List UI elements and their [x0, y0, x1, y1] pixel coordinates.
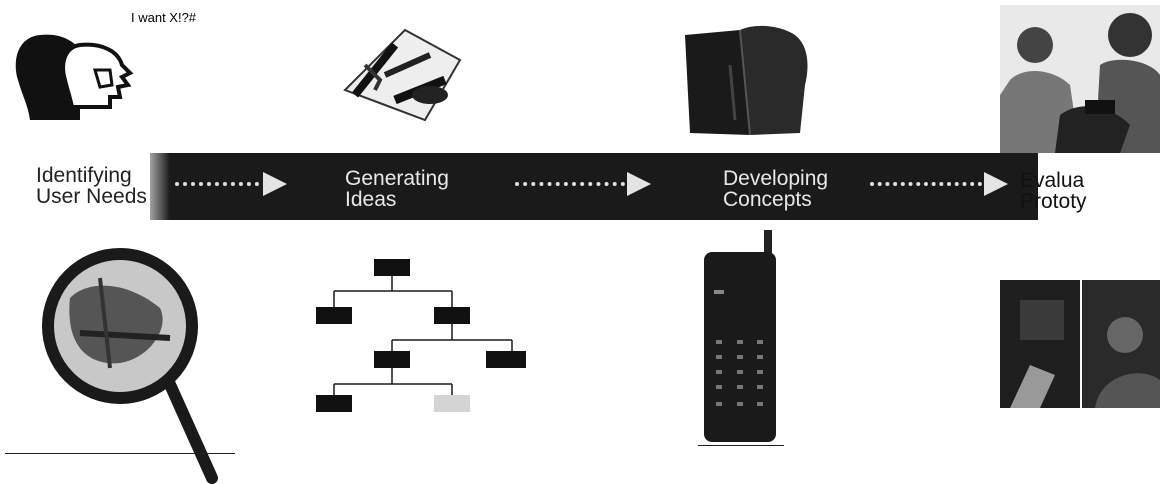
baseline-rule-2	[698, 445, 784, 446]
stage-label-evaluating: Evalua Prototy	[1020, 170, 1087, 212]
user-testing-photo-icon	[1000, 280, 1160, 408]
baseline-rule-1	[5, 453, 235, 454]
stage-label-generating: Generating Ideas	[345, 168, 449, 210]
stage-line2: Concepts	[723, 188, 812, 211]
stage-label-identifying: Identifying User Needs	[36, 165, 147, 207]
stage-line2: Prototy	[1020, 190, 1087, 213]
stage-label-developing: Developing Concepts	[723, 168, 828, 210]
banner-fade	[150, 153, 170, 220]
stage-line1: Generating	[345, 167, 449, 190]
arrow-3-icon	[870, 172, 1008, 196]
foam-model-icon	[685, 25, 808, 136]
sketching-hands-icon	[335, 20, 475, 125]
tree-diagram-icon	[316, 259, 526, 412]
heads-silhouette-icon	[15, 34, 134, 120]
people-testing-photo-icon	[1000, 5, 1160, 153]
stage-line1: Developing	[723, 167, 829, 190]
speech-bubble-text: I want X!?#	[131, 10, 197, 25]
process-banner	[150, 153, 1038, 220]
stage-line1: Evalua	[1020, 169, 1085, 192]
phone-concept-icon	[704, 230, 776, 442]
magnifying-glass-icon	[42, 248, 218, 484]
stage-line2: User Needs	[36, 185, 147, 208]
arrow-2-icon	[515, 172, 651, 196]
arrow-1-icon	[175, 172, 287, 196]
stage-line1: Identifying	[36, 164, 132, 187]
stage-line2: Ideas	[345, 188, 397, 211]
